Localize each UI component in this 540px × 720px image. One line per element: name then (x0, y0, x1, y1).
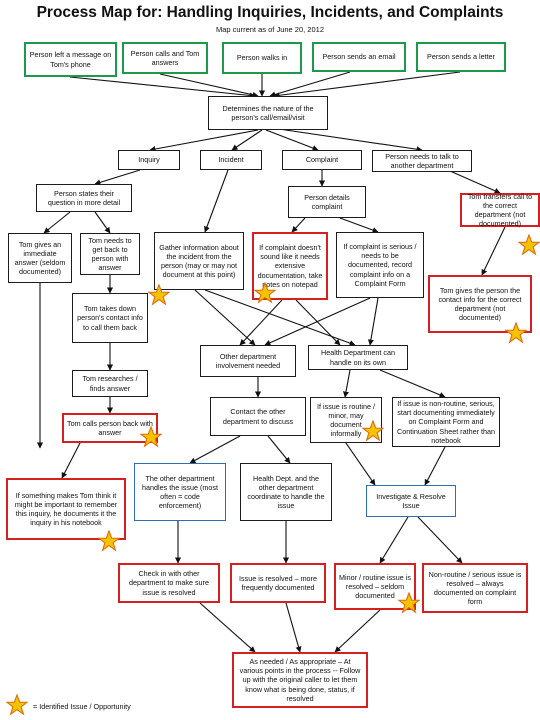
node-start-message: Person left a message on Tom's phone (24, 42, 117, 77)
edge (194, 289, 256, 346)
node-states-question: Person states their question in more det… (36, 184, 132, 212)
node-contact-other: Contact the other department to discuss (210, 397, 306, 436)
node-get-back: Tom needs to get back to person with ans… (80, 233, 140, 275)
edge (343, 369, 351, 398)
edge (339, 217, 379, 233)
edge (264, 297, 371, 346)
node-inquiry: Inquiry (118, 150, 180, 170)
star-icon (518, 234, 540, 256)
page-title: Process Map for: Handling Inquiries, Inc… (36, 4, 504, 21)
edge (231, 129, 263, 151)
node-investigate: Investigate & Resolve Issue (366, 485, 456, 517)
edge (291, 217, 306, 233)
page-subtitle: Map current as of June 20, 2012 (216, 25, 324, 34)
node-calls-back: Tom calls person back with answer (62, 413, 158, 443)
star-icon (98, 530, 120, 552)
node-minor-resolved: Minor / routine issue is resolved – seld… (334, 563, 416, 610)
node-gives-contact: Tom gives the person the contact info fo… (428, 275, 532, 333)
node-health-own: Health Department can handle on its own (308, 345, 408, 370)
edge (204, 289, 356, 346)
edge (265, 129, 319, 151)
edge (149, 129, 259, 152)
edge (424, 446, 446, 486)
node-details-complaint: Person details complaint (288, 186, 366, 218)
edge (159, 73, 259, 98)
edge (239, 299, 283, 346)
node-nonroutine-serious: If issue is non-routine, serious, start … (392, 397, 500, 447)
node-other-handles: The other department handles the issue (… (134, 463, 226, 521)
edge (43, 211, 71, 234)
edge (449, 170, 501, 194)
node-resolved-more: Issue is resolved – more frequently docu… (230, 563, 326, 603)
edge (267, 435, 291, 464)
star-icon (505, 322, 527, 344)
node-complaint: Complaint (282, 150, 362, 170)
edge (379, 369, 446, 398)
node-takes-down: Tom takes down person's contact info to … (72, 293, 148, 343)
edge (199, 602, 256, 653)
edge (285, 602, 302, 653)
edge (269, 71, 351, 98)
node-other-involvement: Other department involvement needed (200, 345, 296, 377)
edge (94, 169, 141, 186)
node-check-in: Check in with other department to make s… (118, 563, 220, 603)
star-icon (254, 282, 276, 304)
node-serious-doc: If complaint is serious / needs to be do… (336, 232, 424, 298)
edge (345, 442, 376, 486)
star-icon (398, 592, 420, 614)
node-talk-other: Person needs to talk to another departme… (372, 150, 472, 172)
node-notebook: If something makes Tom think it might be… (6, 478, 126, 540)
star-icon (140, 426, 162, 448)
legend-star-icon (6, 694, 28, 716)
edge (334, 609, 381, 653)
legend-label: = Identified Issue / Opportunity (33, 702, 131, 711)
edge (189, 435, 241, 464)
star-icon (362, 420, 384, 442)
node-determine: Determines the nature of the person's ca… (208, 96, 328, 130)
edge (273, 71, 461, 99)
edge (295, 299, 341, 346)
star-icon (148, 284, 170, 306)
node-follow-up: As needed / As appropriate – At various … (232, 652, 368, 708)
edge (271, 127, 423, 153)
node-serious-resolved: Non-routine / serious issue is resolved … (422, 563, 528, 613)
edge (417, 516, 463, 564)
edge (379, 516, 409, 564)
node-researches: Tom researches / finds answer (72, 370, 148, 397)
edge (367, 297, 379, 346)
edge (94, 211, 111, 234)
node-start-calls: Person calls and Tom answers (122, 42, 208, 74)
edge (204, 169, 229, 233)
node-start-letter: Person sends a letter (416, 42, 506, 72)
node-incident: Incident (200, 150, 262, 170)
edge (61, 442, 81, 479)
node-gather-info: Gather information about the incident fr… (154, 232, 244, 290)
edge (69, 76, 256, 99)
node-transfers-call: Tom transfers call to the correct depart… (460, 192, 540, 228)
node-immediate-answer: Tom gives an immediate answer (seldom do… (8, 233, 72, 283)
node-start-email: Person sends an email (312, 42, 406, 72)
node-start-walks: Person walks in (222, 42, 302, 74)
edge (481, 226, 506, 276)
node-coordinate: Health Dept. and the other department co… (240, 463, 332, 521)
